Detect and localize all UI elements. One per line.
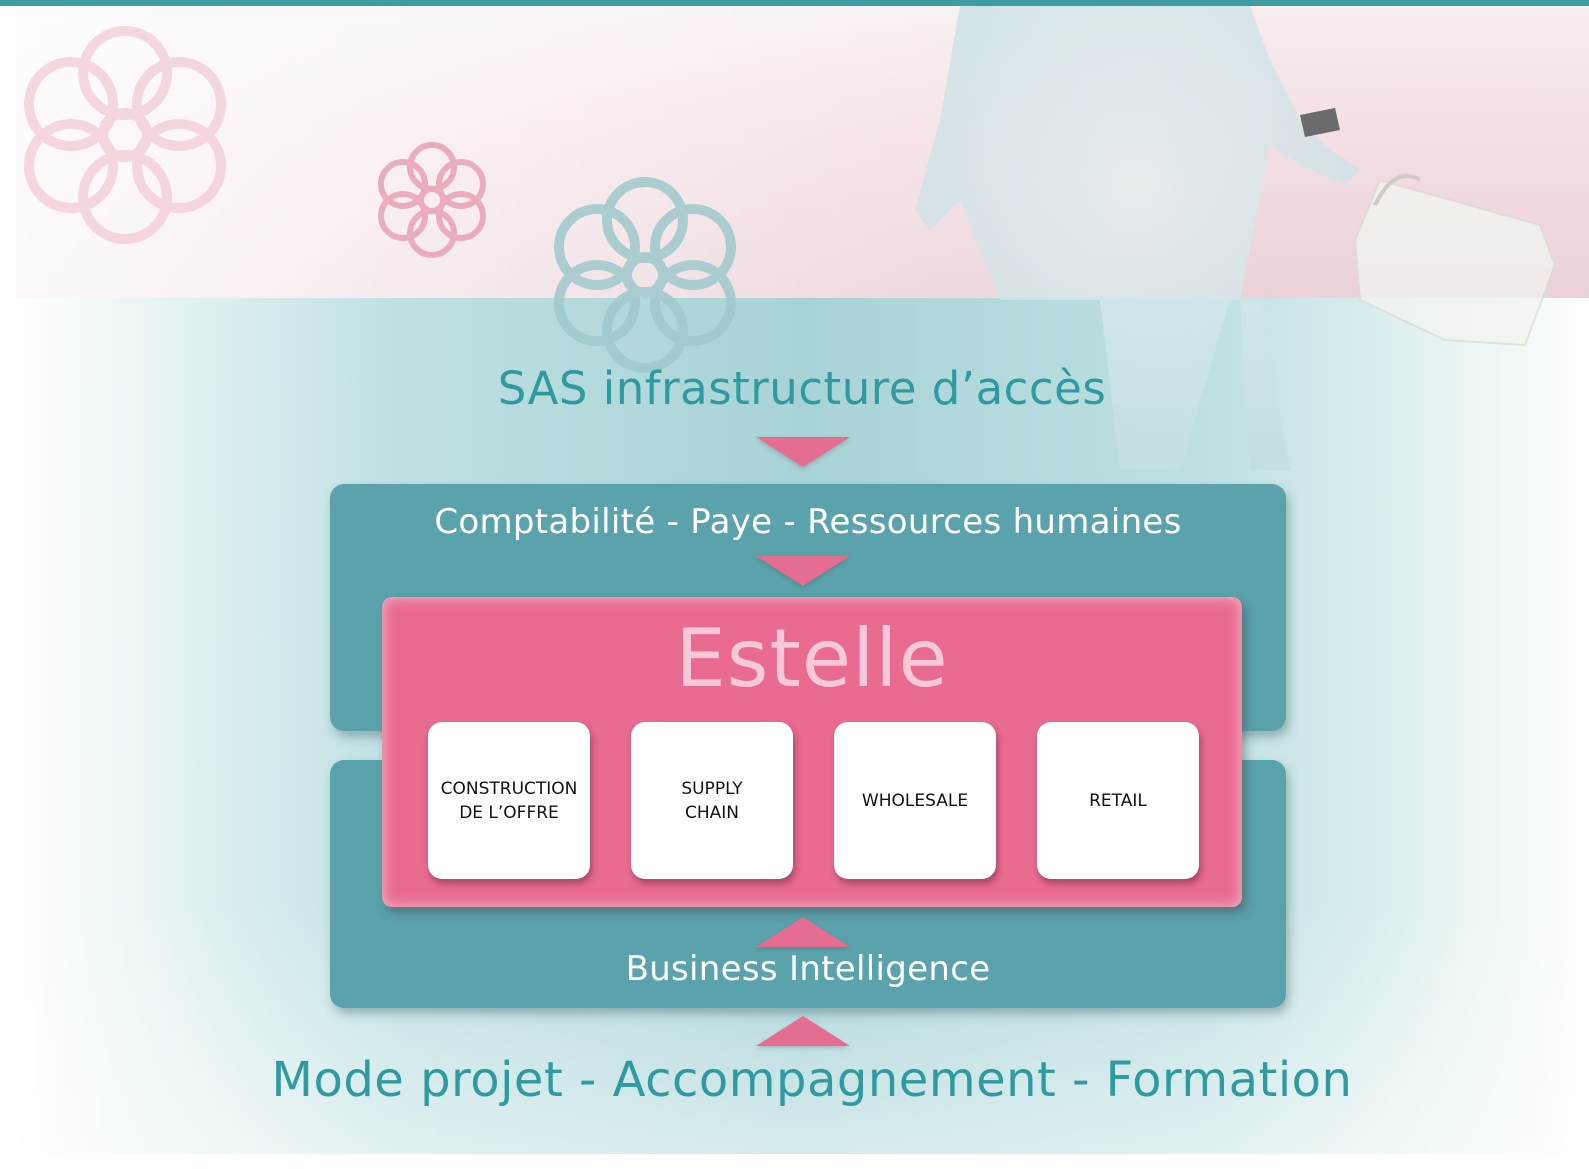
- flower-icon: [554, 177, 736, 373]
- upper-panel-label: Comptabilité - Paye - Ressources humaine…: [434, 502, 1182, 542]
- handbag-icon: [1353, 178, 1557, 347]
- top-rule: [0, 0, 1589, 6]
- arrow-up-icon: [756, 917, 850, 947]
- module-label: CONSTRUCTION DE L’OFFRE: [440, 778, 578, 823]
- arrow-down-icon: [756, 437, 850, 467]
- module-supply-chain: SUPPLY CHAIN: [631, 722, 793, 879]
- fashion-model-photo: [915, 6, 1557, 470]
- arrow-down-icon: [756, 556, 850, 586]
- access-infrastructure-title: SAS infrastructure d’accès: [497, 362, 1107, 415]
- lower-panel-label: Business Intelligence: [625, 949, 991, 989]
- module-retail: RETAIL: [1037, 722, 1199, 879]
- arrow-up-icon: [756, 1016, 850, 1046]
- bottom-margin: [0, 1154, 1589, 1169]
- module-wholesale: WHOLESALE: [834, 722, 996, 879]
- services-title: Mode projet - Accompagnement - Formation: [271, 1052, 1353, 1108]
- estelle-title: Estelle: [675, 612, 949, 705]
- module-construction-offre: CONSTRUCTION DE L’OFFRE: [428, 722, 590, 879]
- flower-icon: [378, 142, 486, 258]
- module-label: WHOLESALE: [861, 790, 969, 811]
- flower-icon: [24, 26, 226, 244]
- module-label: RETAIL: [1089, 790, 1147, 811]
- module-label: SUPPLY CHAIN: [681, 778, 743, 823]
